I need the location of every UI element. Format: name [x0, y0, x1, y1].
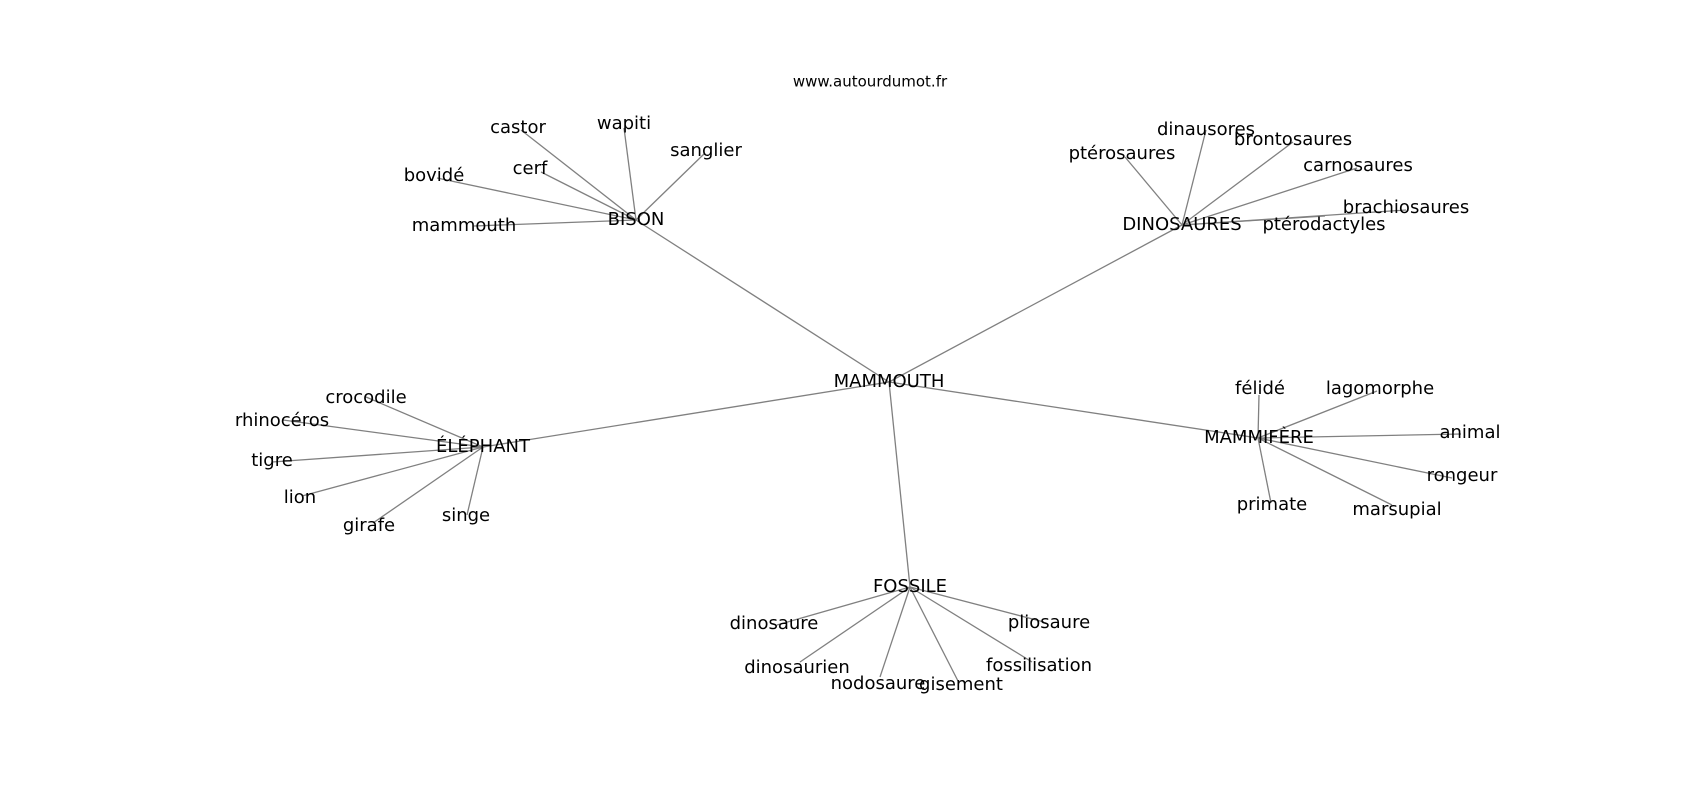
- edge-elephant-tigre: [271, 446, 484, 463]
- edge-center-mammifere: [888, 381, 1259, 439]
- node-word-pterodactyles: ptérodactyles: [1262, 214, 1385, 235]
- edge-fossile-fossilisation: [909, 586, 1033, 663]
- node-word-pliosaure: pliosaure: [1008, 612, 1090, 633]
- node-word-nodosaure: nodosaure: [831, 673, 926, 694]
- edge-dinosaures-pterosaures: [1124, 156, 1183, 226]
- node-word-dinausores: dinausores: [1157, 119, 1255, 140]
- node-word-lion: lion: [284, 487, 316, 508]
- edge-elephant-girafe: [372, 446, 484, 524]
- node-word-gisement: gisement: [919, 674, 1003, 695]
- edge-center-dinosaures: [888, 224, 1183, 383]
- node-word-wapiti: wapiti: [597, 113, 651, 134]
- node-word-dinosaurien: dinosaurien: [744, 657, 850, 678]
- node-word-rhinoceros: rhinocéros: [235, 410, 329, 431]
- edge-fossile-dinosaure: [776, 586, 911, 626]
- node-word-primate: primate: [1237, 494, 1308, 515]
- node-word-bovide: bovidé: [404, 165, 465, 186]
- edge-mammifere-primate: [1257, 437, 1272, 504]
- node-word-brontosaures: brontosaures: [1234, 129, 1352, 150]
- node-word-mammouth: mammouth: [412, 215, 517, 236]
- node-word-pterosaures: ptérosaures: [1069, 143, 1176, 164]
- edge-bison-bovide: [436, 177, 637, 221]
- edge-elephant-rhinoceros: [282, 419, 484, 448]
- node-group-elephant: ÉLÉPHANT: [436, 435, 531, 457]
- edge-center-elephant: [482, 381, 890, 448]
- node-word-tigre: tigre: [251, 450, 293, 471]
- node-word-sanglier: sanglier: [670, 140, 742, 161]
- edges: [271, 127, 1462, 682]
- node-group-fossile: FOSSILE: [873, 576, 947, 597]
- edge-elephant-crocodile: [365, 396, 484, 448]
- node-word-crocodile: crocodile: [325, 387, 406, 408]
- edge-fossile-pliosaure: [909, 586, 1045, 623]
- node-word-brachiosaures: brachiosaures: [1343, 197, 1469, 218]
- node-word-dinosaure: dinosaure: [730, 613, 819, 634]
- labels: www.autourdumot.fr MAMMOUTH BISON castor…: [235, 73, 1501, 696]
- node-center: MAMMOUTH: [834, 371, 945, 392]
- edge-center-bison: [635, 219, 890, 383]
- edge-mammifere-lagomorphe: [1257, 390, 1378, 439]
- edge-dinosaures-dinausores: [1181, 129, 1207, 226]
- edge-elephant-lion: [301, 446, 484, 497]
- node-group-dinosaures: DINOSAURES: [1122, 214, 1241, 235]
- edge-dinosaures-carnosaures: [1181, 167, 1358, 226]
- node-word-singe: singe: [442, 505, 490, 526]
- edge-fossile-gisement: [909, 586, 959, 682]
- node-word-girafe: girafe: [343, 515, 395, 536]
- node-word-lagomorphe: lagomorphe: [1326, 378, 1434, 399]
- edge-bison-mammouth: [473, 219, 637, 227]
- edge-dinosaures-brontosaures: [1181, 141, 1294, 226]
- edge-elephant-singe: [466, 446, 484, 516]
- edge-fossile-nodosaure: [879, 586, 911, 678]
- edge-center-fossile: [888, 381, 911, 588]
- node-word-castor: castor: [490, 117, 546, 138]
- edge-bison-wapiti: [623, 127, 637, 221]
- node-group-bison: BISON: [608, 209, 665, 230]
- edge-mammifere-animal: [1257, 433, 1462, 439]
- edge-fossile-dinosaurien: [799, 586, 911, 663]
- node-word-carnosaures: carnosaures: [1303, 155, 1413, 176]
- edge-mammifere-felide: [1257, 394, 1260, 439]
- node-group-mammifere: MAMMIFÈRE: [1204, 426, 1314, 448]
- edge-mammifere-marsupial: [1257, 437, 1393, 506]
- node-word-animal: animal: [1439, 422, 1500, 443]
- site-url[interactable]: www.autourdumot.fr: [793, 73, 948, 91]
- node-word-felide: félidé: [1235, 378, 1285, 399]
- node-word-cerf: cerf: [513, 158, 548, 179]
- node-word-marsupial: marsupial: [1352, 499, 1441, 520]
- edge-dinosaures-pterodactyles: [1181, 215, 1326, 226]
- node-word-fossilisation: fossilisation: [986, 655, 1092, 676]
- edge-mammifere-rongeur: [1257, 437, 1453, 479]
- edge-bison-cerf: [540, 171, 637, 221]
- edge-bison-sanglier: [635, 152, 706, 221]
- edge-bison-castor: [520, 129, 637, 221]
- node-word-rongeur: rongeur: [1427, 465, 1498, 486]
